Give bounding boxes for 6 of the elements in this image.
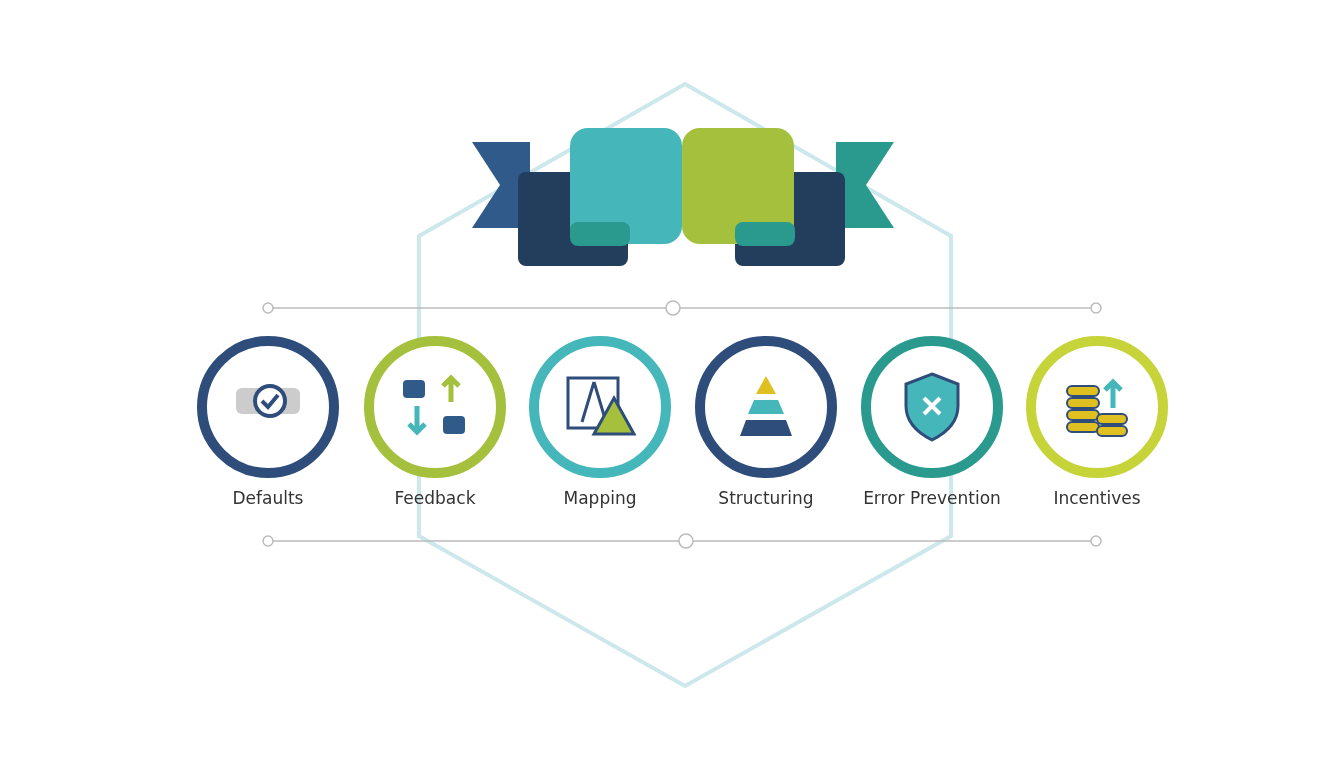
category-label: Error Prevention	[863, 488, 1001, 508]
category-label: Incentives	[1053, 488, 1141, 508]
category-label: Feedback	[394, 488, 476, 508]
category-label: Defaults	[232, 488, 304, 508]
category-label: Structuring	[718, 488, 814, 508]
category-label: Mapping	[563, 488, 637, 508]
